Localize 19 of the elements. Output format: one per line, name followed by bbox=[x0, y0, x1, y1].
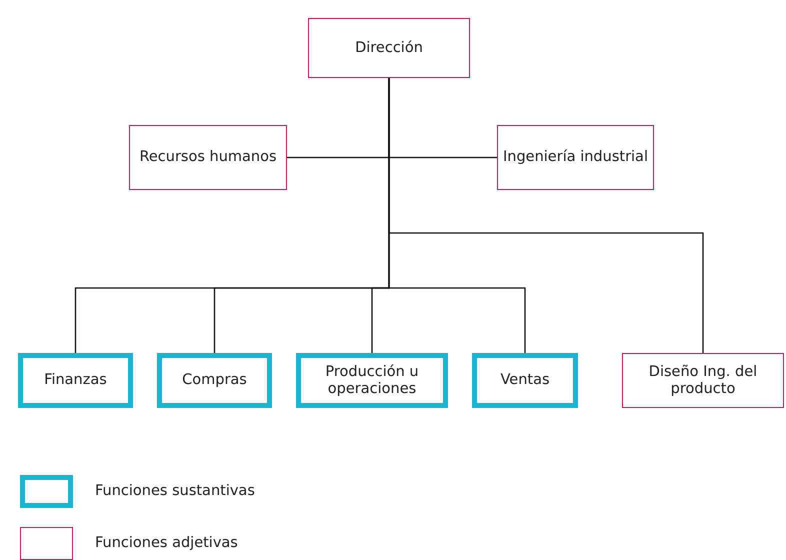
node-label: Finanzas bbox=[44, 372, 107, 389]
adjective-function-box bbox=[129, 125, 287, 190]
adjective-function-box bbox=[622, 353, 784, 408]
node-label: Diseño Ing. del producto bbox=[648, 364, 758, 398]
node-label: Recursos humanos bbox=[139, 149, 277, 166]
substantive-function-box bbox=[157, 353, 272, 408]
node-label: Compras bbox=[182, 372, 247, 389]
adjective-function-box bbox=[497, 125, 654, 190]
node-label: Producción u operaciones bbox=[324, 364, 420, 398]
substantive-function-box bbox=[472, 353, 578, 408]
connector-line bbox=[388, 78, 704, 353]
node-label: Ingeniería industrial bbox=[503, 149, 648, 166]
node-label: Dirección bbox=[355, 40, 423, 56]
legend-label: Funciones adjetivas bbox=[95, 535, 238, 551]
adjective-function-box bbox=[308, 18, 470, 78]
substantive-function-box bbox=[18, 353, 133, 408]
substantive-function-box bbox=[296, 353, 448, 408]
node-label: Ventas bbox=[500, 372, 550, 389]
legend-label: Funciones sustantivas bbox=[95, 483, 255, 499]
